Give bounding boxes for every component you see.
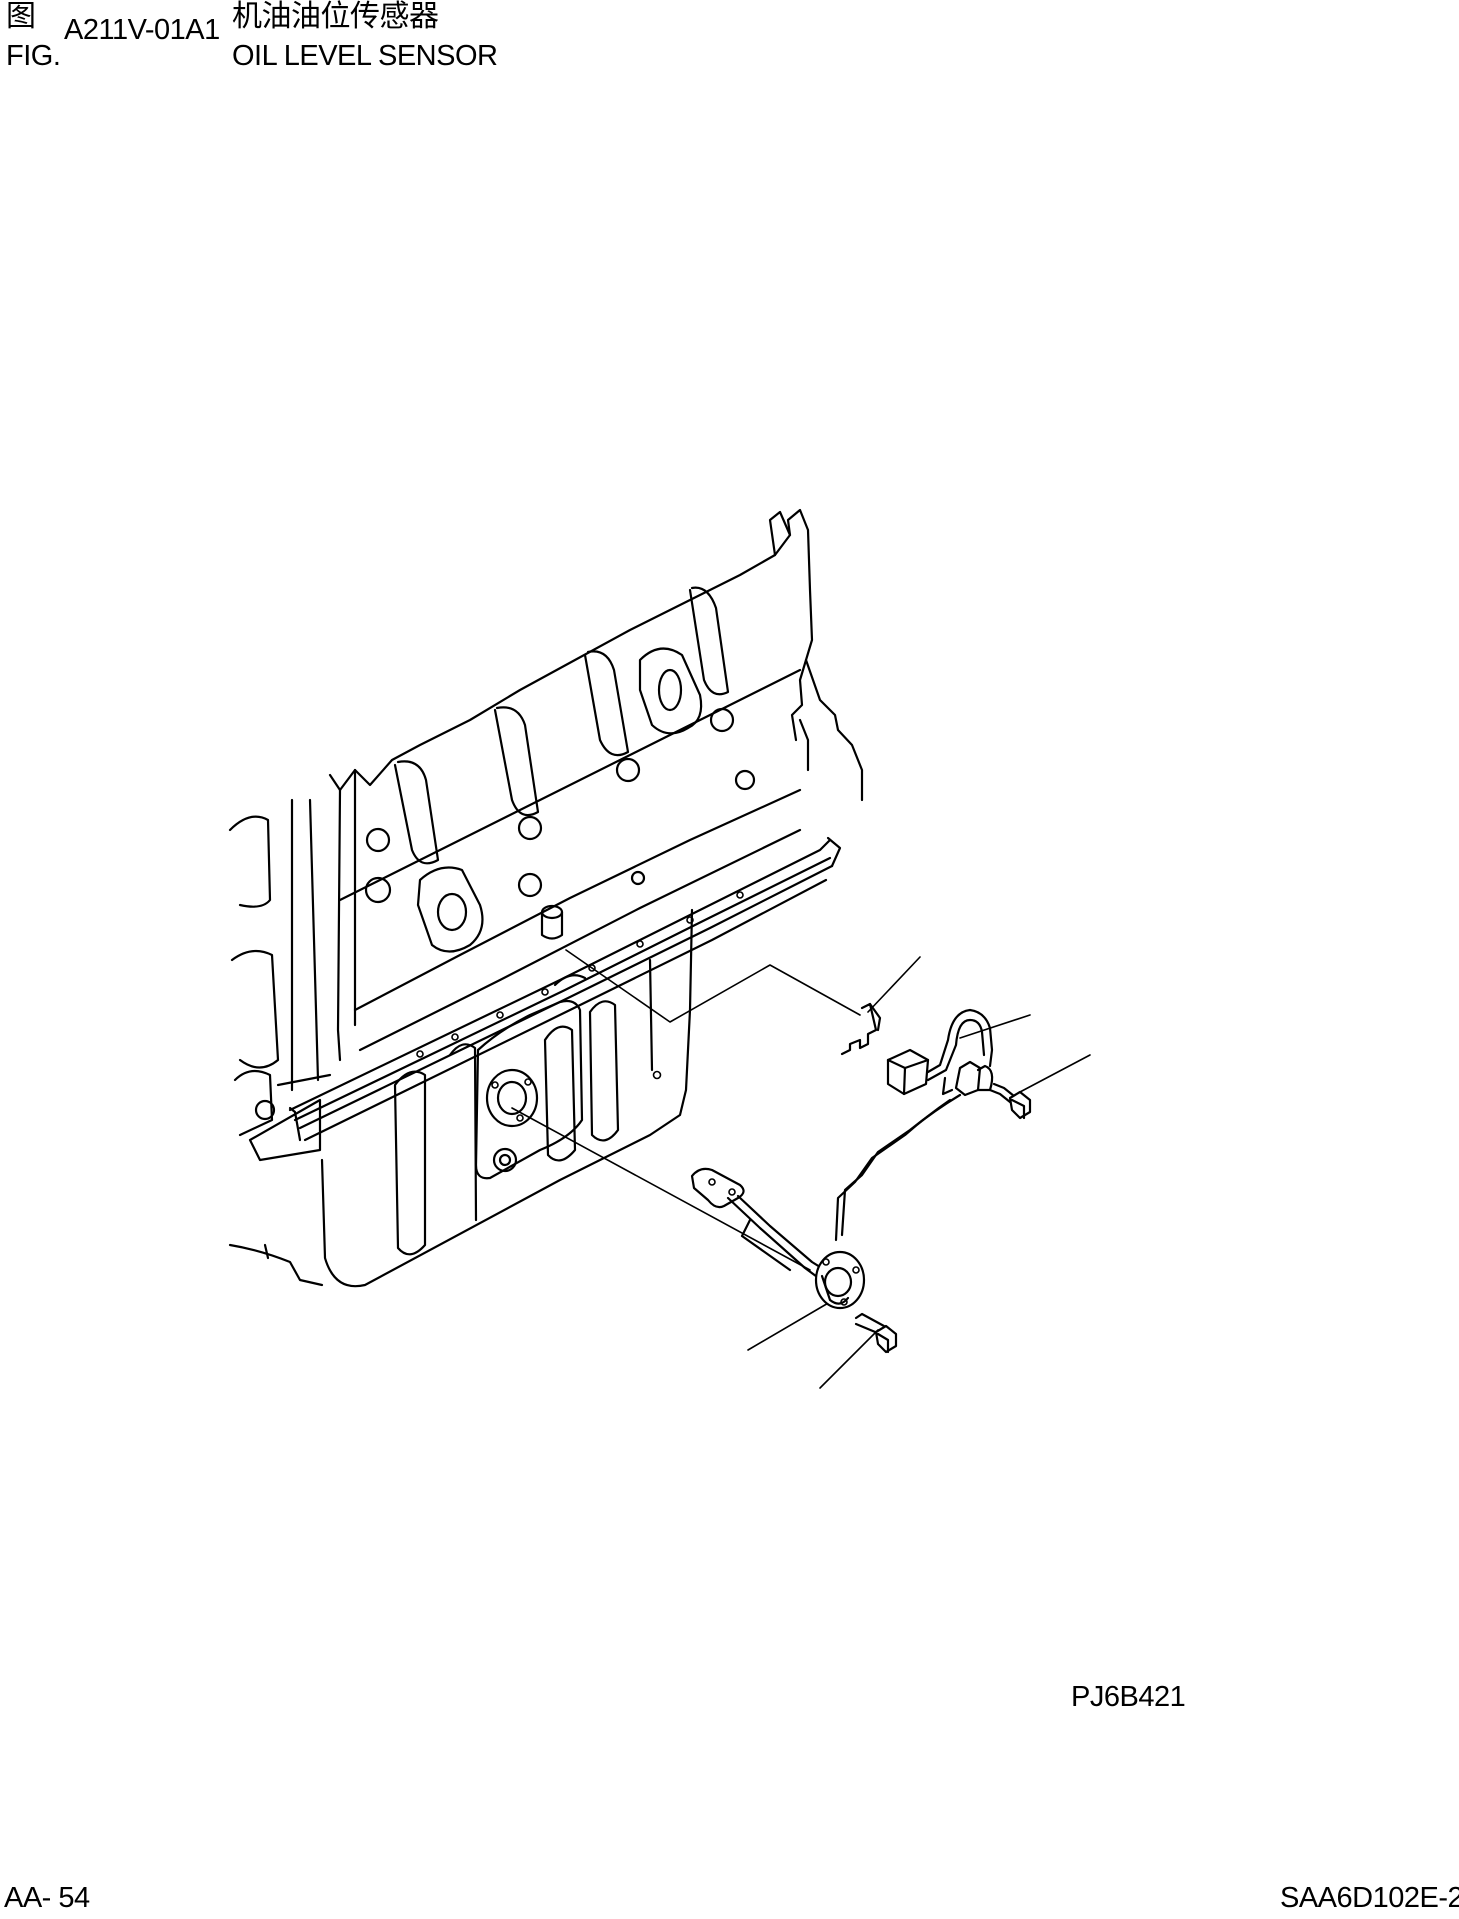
oil-level-sensor bbox=[690, 1167, 866, 1310]
leader-lines bbox=[511, 949, 1091, 1389]
figure-number: A211V-01A1 bbox=[64, 14, 220, 46]
figure-title-cn: 机油油位传感器 bbox=[232, 0, 439, 34]
engine-block bbox=[228, 508, 864, 1162]
oil-pan-rail bbox=[288, 836, 842, 1142]
illustration-code: PJ6B421 bbox=[1071, 1681, 1186, 1713]
figure-label: FIG. bbox=[6, 40, 61, 72]
harness-clip bbox=[840, 1002, 882, 1056]
oil-pan bbox=[228, 908, 694, 1288]
figure-title: OIL LEVEL SENSOR bbox=[232, 40, 498, 72]
bolt-lower bbox=[854, 1312, 898, 1354]
figure-label-cn: 图 bbox=[6, 0, 36, 34]
page-number: AA- 54 bbox=[4, 1882, 90, 1914]
sensor-connector bbox=[886, 1048, 930, 1096]
sensor-harness bbox=[834, 1008, 994, 1242]
bolt-upper bbox=[988, 1082, 1032, 1120]
model-code: SAA6D102E-2 bbox=[1280, 1882, 1459, 1914]
